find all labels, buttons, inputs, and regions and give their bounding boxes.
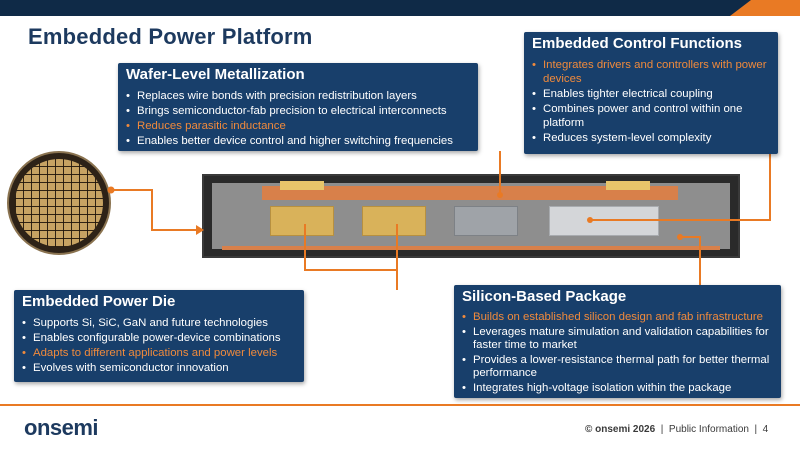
list-item: Combines power and control within one pl… bbox=[532, 102, 770, 130]
wafer-connector-arrow bbox=[196, 225, 204, 235]
list-item: Replaces wire bonds with precision redis… bbox=[126, 89, 470, 103]
footer-classification: Public Information bbox=[668, 424, 749, 435]
wafer-metallization-list: Replaces wire bonds with precision redis… bbox=[126, 89, 470, 148]
package-connector bbox=[680, 236, 701, 285]
wafer-metallization-box: Wafer-Level Metallization Replaces wire … bbox=[118, 63, 478, 151]
power-die-heading: Embedded Power Die bbox=[22, 293, 176, 310]
control-functions-list: Integrates drivers and controllers with … bbox=[532, 58, 770, 145]
list-item: Enables better device control and higher… bbox=[126, 134, 470, 148]
wafer-metallization-heading: Wafer-Level Metallization bbox=[126, 66, 305, 83]
power-die-list: Supports Si, SiC, GaN and future technol… bbox=[22, 316, 296, 375]
page-number: 4 bbox=[762, 424, 769, 435]
top-redistribution-layer bbox=[262, 186, 678, 200]
list-item: Integrates high-voltage isolation within… bbox=[462, 382, 773, 396]
metallization-dot bbox=[497, 192, 503, 198]
wafer-die-grid bbox=[15, 159, 103, 247]
list-item-highlight: Integrates drivers and controllers with … bbox=[532, 58, 770, 86]
silicon-package-list: Builds on established silicon design and… bbox=[462, 311, 773, 395]
wafer-connector bbox=[111, 189, 196, 231]
power-die-box: Embedded Power Die Supports Si, SiC, GaN… bbox=[14, 290, 304, 382]
control-dot bbox=[587, 217, 593, 223]
control-die bbox=[454, 206, 518, 236]
top-pad-left bbox=[280, 181, 324, 190]
control-functions-heading: Embedded Control Functions bbox=[532, 35, 742, 52]
silicon-package-box: Silicon-Based Package Builds on establis… bbox=[454, 285, 781, 398]
footer-info: © onsemi 2026 | Public Information | 4 bbox=[585, 424, 768, 435]
list-item: Enables configurable power-device combin… bbox=[22, 331, 296, 345]
top-bar-accent bbox=[730, 0, 800, 16]
list-item: Leverages mature simulation and validati… bbox=[462, 326, 773, 353]
footer-separator: | bbox=[751, 424, 760, 435]
silicon-package-heading: Silicon-Based Package bbox=[462, 288, 627, 305]
slide-title: Embedded Power Platform bbox=[28, 24, 313, 49]
control-connector bbox=[590, 154, 771, 221]
list-item-highlight: Reduces parasitic inductance bbox=[126, 119, 470, 133]
power-die-1 bbox=[270, 206, 334, 236]
package-dot bbox=[677, 234, 683, 240]
list-item: Enables tighter electrical coupling bbox=[532, 87, 770, 101]
die-bracket bbox=[304, 224, 398, 271]
list-item: Brings semiconductor-fab precision to el… bbox=[126, 104, 470, 118]
wafer-image bbox=[7, 151, 111, 255]
power-die-2 bbox=[362, 206, 426, 236]
list-item: Provides a lower-resistance thermal path… bbox=[462, 354, 773, 381]
list-item: Evolves with semiconductor innovation bbox=[22, 361, 296, 375]
top-bar bbox=[0, 0, 800, 16]
wafer-connector-dot bbox=[107, 186, 115, 194]
list-item-highlight: Adapts to different applications and pow… bbox=[22, 346, 296, 360]
list-item: Reduces system-level complexity bbox=[532, 131, 770, 145]
list-item-highlight: Builds on established silicon design and… bbox=[462, 311, 773, 325]
list-item: Supports Si, SiC, GaN and future technol… bbox=[22, 316, 296, 330]
top-pad-right bbox=[606, 181, 650, 190]
bottom-redistribution-layer bbox=[222, 246, 720, 250]
footer-divider bbox=[0, 404, 800, 406]
control-functions-box: Embedded Control Functions Integrates dr… bbox=[524, 32, 778, 154]
onsemi-logo: onsemi bbox=[24, 415, 99, 440]
footer-separator: | bbox=[657, 424, 667, 435]
footer-copyright: © onsemi 2026 bbox=[585, 424, 656, 435]
